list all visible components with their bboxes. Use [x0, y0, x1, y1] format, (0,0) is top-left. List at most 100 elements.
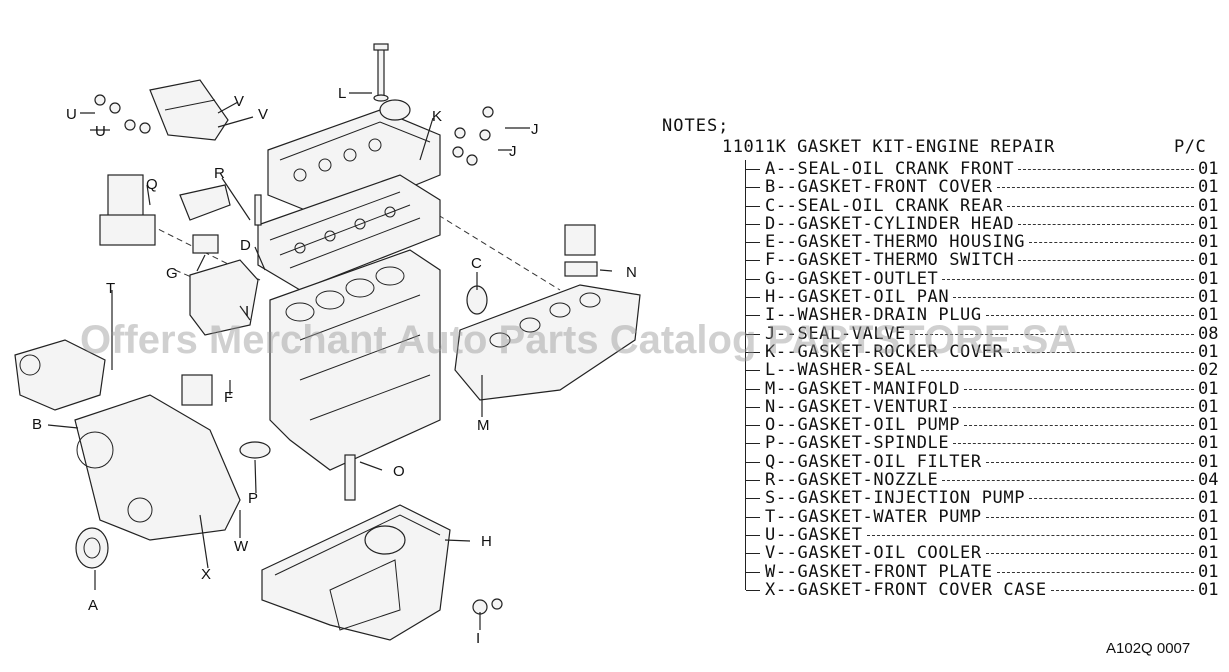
part-letter: D: [765, 213, 776, 234]
leader-dashes: [1018, 260, 1194, 262]
part-entry: O--GASKET-OIL PUMP: [765, 416, 960, 434]
separator: --: [775, 378, 798, 399]
callout-H: H: [481, 533, 492, 550]
tree-connector: [745, 489, 760, 508]
tree-connector: [745, 233, 760, 252]
part-letter: C: [765, 195, 776, 216]
front-cover: [74, 394, 241, 541]
venturi: [564, 224, 598, 277]
part-name: GASKET-THERMO SWITCH: [797, 250, 1015, 271]
part-quantity: 01: [1198, 213, 1219, 234]
leader-dashes: [921, 370, 1194, 372]
part-entry: I--WASHER-DRAIN PLUG: [765, 306, 982, 324]
part-name: SEAL-OIL CRANK REAR: [797, 195, 1004, 216]
callout-W: W: [234, 538, 249, 555]
callout-O: O: [393, 463, 405, 480]
tree-connector: [745, 562, 760, 581]
part-entry: F--GASKET-THERMO SWITCH: [765, 251, 1014, 269]
parts-list-row: B--GASKET-FRONT COVER 01: [745, 177, 1225, 198]
injector-nozzles: [254, 194, 262, 226]
notes-label: NOTES;: [662, 116, 730, 136]
part-name: SEAL-OIL CRANK FRONT: [797, 159, 1015, 179]
leader-dashes: [997, 571, 1194, 573]
separator: --: [775, 433, 798, 454]
part-letter: B: [765, 177, 776, 198]
tree-connector: [745, 288, 760, 307]
parts-list-row: I--WASHER-DRAIN PLUG 01: [745, 305, 1225, 326]
callout-J-2: J: [509, 143, 517, 160]
assembly-line: [429, 209, 561, 291]
engine-block: [269, 249, 441, 471]
part-name: WASHER-SEAL: [797, 360, 917, 381]
leader-dashes: [867, 534, 1194, 536]
callout-P: P: [248, 490, 258, 507]
part-entry: X--GASKET-FRONT COVER CASE: [765, 581, 1047, 599]
separator: --: [775, 488, 798, 509]
exhaust-manifold: [454, 284, 641, 401]
tree-connector: [745, 306, 760, 325]
part-entry: R--GASKET-NOZZLE: [765, 471, 938, 489]
separator: --: [775, 543, 798, 564]
water-pump: [14, 339, 106, 411]
leader-dashes: [942, 480, 1194, 482]
part-quantity: 01: [1198, 268, 1219, 289]
part-name: GASKET-THERMO HOUSING: [797, 232, 1026, 253]
leader-dashes: [1007, 205, 1194, 207]
callout-V-2: V: [258, 106, 268, 123]
tree-connector: [745, 214, 760, 234]
drain-plug: [472, 598, 503, 615]
part-entry: M--GASKET-MANIFOLD: [765, 380, 960, 398]
diagram-code: A102Q 0007: [1106, 640, 1191, 657]
separator: --: [775, 579, 798, 600]
leader-dashes: [953, 443, 1194, 445]
part-letter: V: [765, 543, 776, 564]
part-letter: X: [765, 579, 776, 600]
part-quantity: 01: [1198, 341, 1219, 362]
leader-dashes: [986, 461, 1194, 463]
separator: --: [775, 250, 798, 271]
part-entry: G--GASKET-OUTLET: [765, 270, 938, 288]
part-quantity: 01: [1198, 305, 1219, 326]
tree-connector: [745, 160, 760, 179]
callout-L: L: [338, 85, 346, 102]
part-quantity: 01: [1198, 195, 1219, 216]
separator: --: [775, 396, 798, 417]
part-quantity: 01: [1198, 396, 1219, 417]
part-entry: C--SEAL-OIL CRANK REAR: [765, 197, 1003, 215]
callout-B: B: [32, 416, 42, 433]
part-quantity: 01: [1198, 177, 1219, 198]
separator: --: [775, 177, 798, 198]
callout-N: N: [626, 264, 637, 281]
part-letter: T: [765, 506, 776, 527]
rocker-bolt: [373, 43, 389, 102]
part-quantity: 01: [1198, 561, 1219, 582]
kit-name: GASKET KIT-ENGINE REPAIR: [797, 137, 1055, 157]
part-letter: I: [765, 305, 776, 326]
part-quantity: 01: [1198, 433, 1219, 454]
part-quantity: 08: [1198, 323, 1219, 344]
part-letter: G: [765, 268, 776, 289]
part-quantity: 01: [1198, 415, 1219, 436]
part-quantity: 01: [1198, 232, 1219, 253]
part-name: GASKET-OUTLET: [797, 268, 939, 289]
part-name: GASKET-FRONT COVER: [797, 177, 993, 198]
part-name: GASKET-ROCKER COVER: [797, 341, 1004, 362]
separator: --: [775, 506, 798, 527]
oil-cooler: [149, 79, 229, 141]
part-letter: U: [765, 524, 776, 545]
part-letter: J: [765, 323, 776, 344]
part-quantity: 01: [1198, 378, 1219, 399]
tree-connector: [745, 269, 760, 289]
tree-connector: [745, 507, 760, 526]
callout-X: X: [201, 566, 211, 583]
callout-A: A: [88, 597, 98, 614]
part-name: GASKET-OIL FILTER: [797, 451, 982, 472]
part-name: GASKET-NOZZLE: [797, 470, 939, 491]
